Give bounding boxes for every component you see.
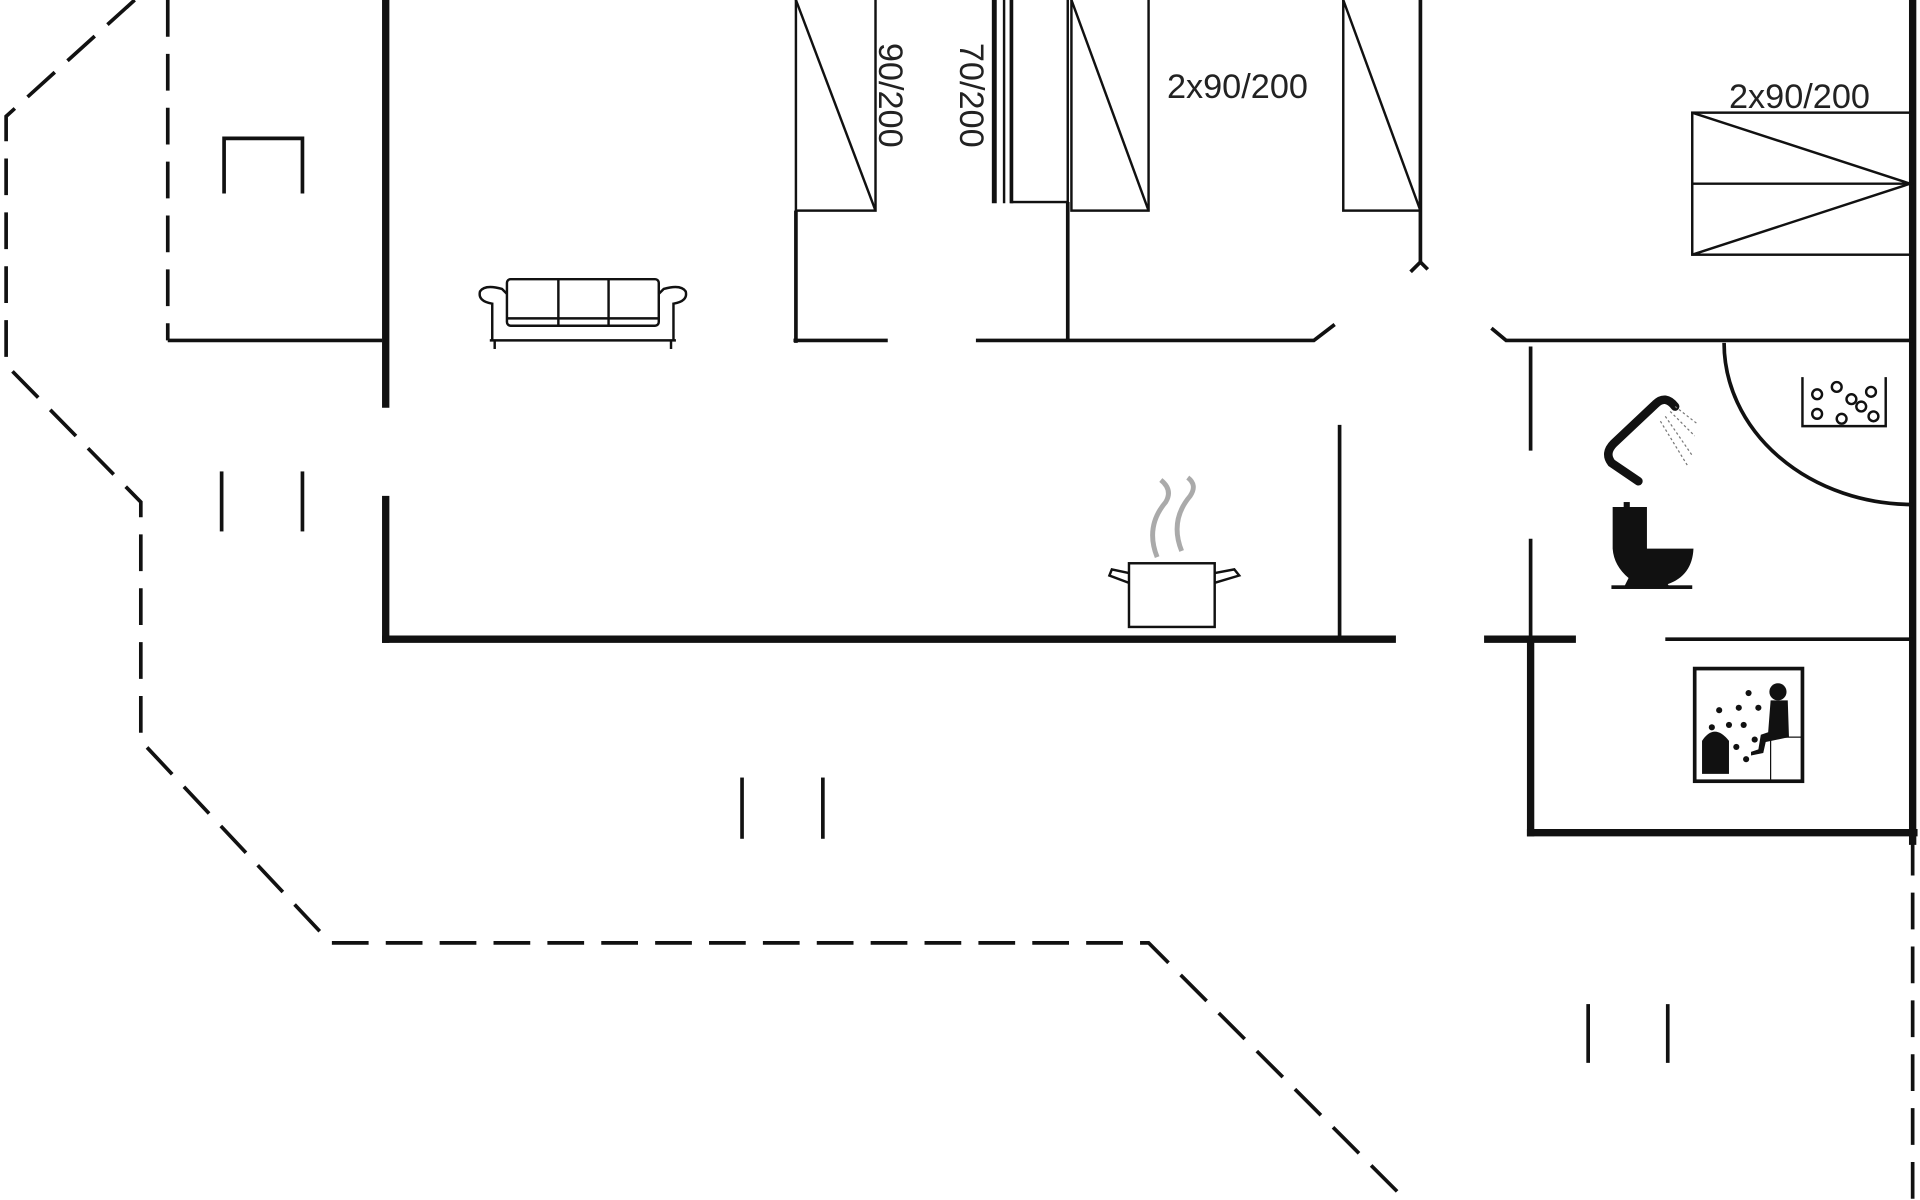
bed-2 (991, 0, 1069, 204)
cooking-pot-icon (1107, 475, 1242, 629)
inner-walls (167, 0, 1913, 642)
bed-1 (794, 0, 877, 212)
bed-4 (1691, 111, 1915, 256)
terrace-outline (4, 0, 1915, 1200)
shower-icon (1604, 395, 1698, 486)
sauna-icon (1692, 666, 1805, 784)
bed-1-label: 90/200 (871, 43, 909, 148)
window-marks (219, 136, 1670, 1063)
bed-4-label: 2x90/200 (1729, 78, 1870, 116)
toilet-icon (1611, 502, 1694, 589)
bed-3-label: 2x90/200 (1167, 68, 1308, 106)
sofa-icon (478, 277, 688, 349)
bed-2-label: 70/200 (952, 43, 990, 148)
whirlpool-icon (1801, 377, 1887, 428)
bed-3 (1070, 0, 1422, 212)
